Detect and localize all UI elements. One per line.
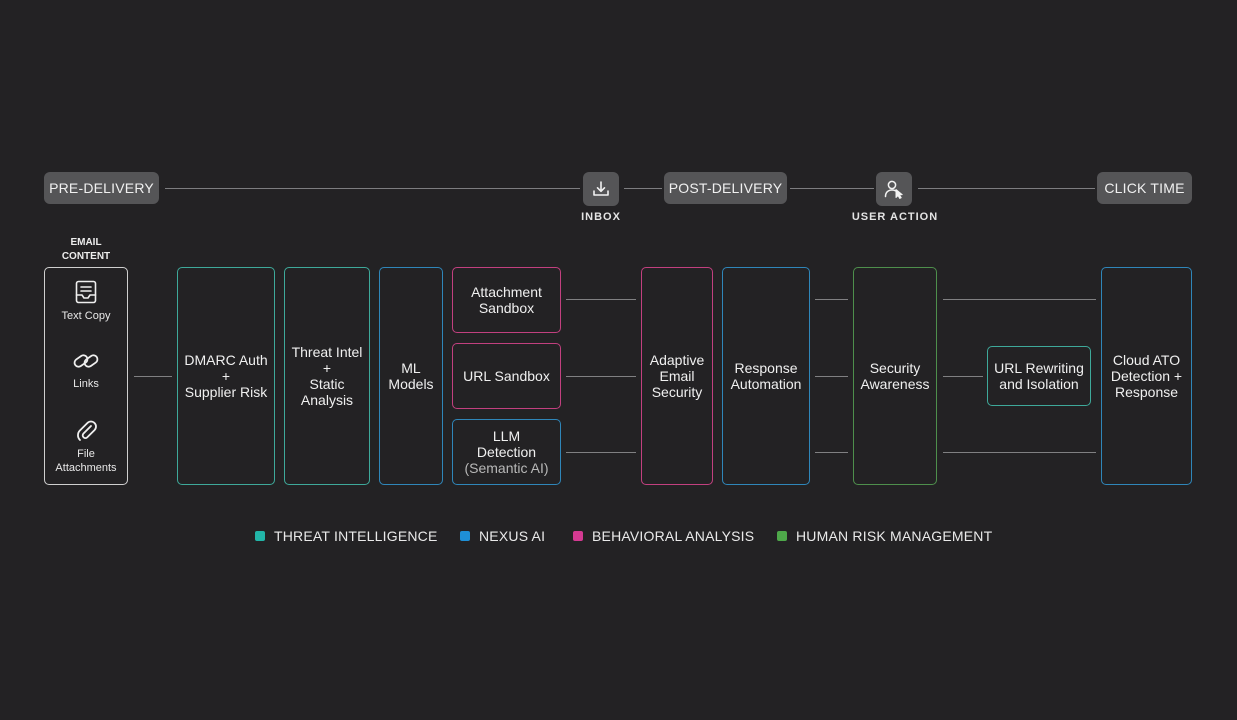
stage-click-time: CLICK TIME [1097,172,1192,204]
response-automation-box: Response Automation [722,267,810,485]
email-item-label: Text Copy [61,310,111,322]
legend-threat-intelligence: THREAT INTELLIGENCE [255,528,438,544]
attachment-sandbox-box: Attachment Sandbox [452,267,561,333]
llm-detection-sub-label: (Semantic AI) [464,460,549,476]
paperclip-icon [77,420,97,441]
llm-detection-box: LLM Detection (Semantic AI) [452,419,561,485]
legend-label: BEHAVIORAL ANALYSIS [592,528,755,544]
legend-behavioral-analysis: BEHAVIORAL ANALYSIS [573,528,754,544]
email-content-box: Text Copy Links File Attachments [44,267,128,485]
url-rewriting-box: URL Rewriting and Isolation [987,346,1091,406]
legend-swatch [460,531,470,541]
connector-response-awareness-1 [815,299,848,300]
inbox-button [583,172,619,206]
email-item-label: Links [73,378,99,390]
inbox-label: INBOX [581,211,621,223]
connector-llm-adaptive [566,452,636,453]
email-item-links: Links [45,348,127,391]
user-action-button [876,172,912,206]
email-item-label-line2: Attachments [55,462,117,474]
email-content-title: EMAIL CONTENT [44,236,128,264]
legend-label: NEXUS AI [479,528,546,544]
cloud-ato-box: Cloud ATO Detection + Response [1101,267,1192,485]
email-item-text-copy: Text Copy [45,278,127,323]
security-awareness-box: Security Awareness [853,267,937,485]
email-item-label-line1: File [77,448,95,460]
stage-post-delivery: POST-DELIVERY [664,172,787,204]
ml-models-box: ML Models [379,267,443,485]
dmarc-auth-box: DMARC Auth + Supplier Risk [177,267,275,485]
threat-intel-box: Threat Intel + Static Analysis [284,267,370,485]
connector-awareness-url-rewriting [943,376,983,377]
email-content-title-line2: CONTENT [61,251,111,262]
email-content-title-line1: EMAIL [70,237,102,248]
email-item-file-attachments: File Attachments [45,416,127,475]
connector-email-dmarc [134,376,172,377]
user-cursor-icon [884,180,903,199]
timeline-line-4 [918,188,1095,189]
url-sandbox-box: URL Sandbox [452,343,561,409]
legend-nexus-ai: NEXUS AI [460,528,545,544]
timeline-line-3 [790,188,874,189]
connector-response-awareness-3 [815,452,848,453]
timeline-line-2 [624,188,662,189]
connector-awareness-cloud-bottom [943,452,1096,453]
timeline-line-1 [165,188,580,189]
legend-swatch [777,531,787,541]
inbox-download-icon [593,181,609,196]
legend-label: THREAT INTELLIGENCE [274,528,438,544]
connector-attachment-adaptive [566,299,636,300]
legend-label: HUMAN RISK MANAGEMENT [796,528,993,544]
legend-swatch [573,531,583,541]
connector-awareness-cloud-top [943,299,1096,300]
legend-swatch [255,531,265,541]
document-icon [75,280,97,304]
connector-url-adaptive [566,376,636,377]
link-icon [73,354,99,368]
connector-response-awareness-2 [815,376,848,377]
legend-human-risk-management: HUMAN RISK MANAGEMENT [777,528,992,544]
adaptive-email-security-box: Adaptive Email Security [641,267,713,485]
llm-detection-label: LLM Detection [476,428,537,460]
user-action-label: USER ACTION [851,211,939,223]
stage-pre-delivery: PRE-DELIVERY [44,172,159,204]
